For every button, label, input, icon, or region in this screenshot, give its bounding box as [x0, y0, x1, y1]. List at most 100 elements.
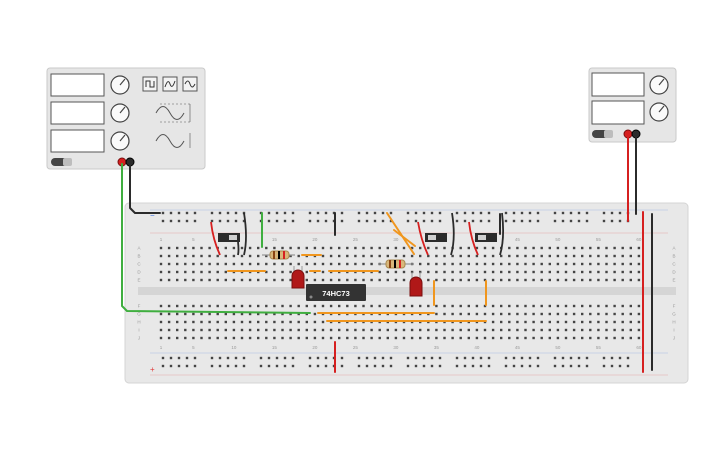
- breadboard-hole[interactable]: [427, 262, 430, 266]
- breadboard-hole[interactable]: [185, 356, 189, 360]
- breadboard-hole[interactable]: [556, 312, 560, 316]
- breadboard-hole[interactable]: [208, 254, 211, 258]
- breadboard-hole[interactable]: [232, 336, 236, 340]
- breadboard-hole[interactable]: [621, 278, 624, 282]
- breadboard-hole[interactable]: [184, 336, 187, 340]
- breadboard-hole[interactable]: [240, 254, 244, 258]
- breadboard-hole[interactable]: [540, 304, 543, 308]
- breadboard-hole[interactable]: [532, 278, 535, 282]
- slide-switch-3[interactable]: [468, 212, 505, 256]
- breadboard-hole[interactable]: [524, 320, 527, 324]
- breadboard-hole[interactable]: [548, 270, 551, 274]
- breadboard-hole[interactable]: [564, 328, 568, 332]
- breadboard-hole[interactable]: [443, 246, 446, 250]
- breadboard-hole[interactable]: [329, 262, 333, 266]
- breadboard-hole[interactable]: [308, 364, 312, 368]
- breadboard-hole[interactable]: [475, 246, 479, 250]
- breadboard-hole[interactable]: [208, 270, 211, 274]
- breadboard-hole[interactable]: [512, 356, 516, 360]
- breadboard-hole[interactable]: [161, 356, 165, 360]
- wire-black-fg-ground[interactable]: [129, 163, 161, 214]
- breadboard-hole[interactable]: [394, 304, 398, 308]
- breadboard-hole[interactable]: [167, 254, 171, 258]
- breadboard-hole[interactable]: [524, 312, 527, 316]
- breadboard-hole[interactable]: [324, 364, 328, 368]
- breadboard-hole[interactable]: [297, 320, 300, 324]
- breadboard-hole[interactable]: [629, 270, 632, 274]
- breadboard-hole[interactable]: [613, 246, 616, 250]
- breadboard-hole[interactable]: [362, 328, 365, 332]
- breadboard-hole[interactable]: [373, 211, 377, 215]
- breadboard-hole[interactable]: [184, 246, 187, 250]
- breadboard-hole[interactable]: [316, 364, 320, 368]
- breadboard-hole[interactable]: [257, 336, 260, 340]
- breadboard-hole[interactable]: [427, 336, 430, 340]
- breadboard-hole[interactable]: [265, 336, 268, 340]
- breadboard-hole[interactable]: [386, 254, 389, 258]
- breadboard-hole[interactable]: [479, 219, 483, 223]
- breadboard-hole[interactable]: [370, 304, 373, 308]
- breadboard-hole[interactable]: [240, 304, 244, 308]
- wire-green-fg-signal[interactable]: [121, 163, 311, 314]
- breadboard-hole[interactable]: [338, 328, 341, 332]
- breadboard-hole[interactable]: [176, 254, 179, 258]
- breadboard-hole[interactable]: [200, 328, 203, 332]
- breadboard-hole[interactable]: [512, 364, 516, 368]
- breadboard-hole[interactable]: [167, 278, 171, 282]
- breadboard-hole[interactable]: [200, 278, 203, 282]
- breadboard-hole[interactable]: [176, 246, 179, 250]
- breadboard-hole[interactable]: [308, 356, 312, 360]
- breadboard-hole[interactable]: [597, 312, 600, 316]
- breadboard-hole[interactable]: [273, 246, 276, 250]
- breadboard-hole[interactable]: [329, 278, 333, 282]
- breadboard-hole[interactable]: [362, 262, 365, 266]
- breadboard-hole[interactable]: [338, 262, 341, 266]
- breadboard-hole[interactable]: [581, 246, 584, 250]
- breadboard-hole[interactable]: [248, 278, 252, 282]
- breadboard-hole[interactable]: [176, 304, 179, 308]
- breadboard-hole[interactable]: [218, 364, 222, 368]
- breadboard-hole[interactable]: [414, 356, 418, 360]
- breadboard-hole[interactable]: [419, 304, 422, 308]
- breadboard-hole[interactable]: [394, 336, 398, 340]
- breadboard-hole[interactable]: [467, 246, 470, 250]
- breadboard-hole[interactable]: [169, 219, 173, 223]
- breadboard-hole[interactable]: [602, 211, 606, 215]
- breadboard-hole[interactable]: [184, 262, 187, 266]
- breadboard-hole[interactable]: [386, 278, 389, 282]
- breadboard-hole[interactable]: [435, 278, 438, 282]
- breadboard-hole[interactable]: [177, 356, 181, 360]
- breadboard-hole[interactable]: [556, 246, 560, 250]
- breadboard-hole[interactable]: [257, 304, 260, 308]
- breadboard-hole[interactable]: [475, 278, 479, 282]
- breadboard-hole[interactable]: [216, 304, 219, 308]
- breadboard-hole[interactable]: [192, 304, 195, 308]
- breadboard-hole[interactable]: [275, 364, 279, 368]
- breadboard-hole[interactable]: [483, 254, 487, 258]
- breadboard-hole[interactable]: [516, 328, 519, 332]
- breadboard-hole[interactable]: [167, 328, 171, 332]
- breadboard-hole[interactable]: [169, 364, 173, 368]
- breadboard-hole[interactable]: [581, 262, 584, 266]
- breadboard-hole[interactable]: [581, 270, 584, 274]
- breadboard-hole[interactable]: [394, 254, 398, 258]
- breadboard-hole[interactable]: [585, 219, 589, 223]
- breadboard-hole[interactable]: [463, 364, 467, 368]
- breadboard-hole[interactable]: [240, 246, 244, 250]
- breadboard-hole[interactable]: [232, 320, 236, 324]
- breadboard-hole[interactable]: [629, 304, 632, 308]
- breadboard-hole[interactable]: [516, 304, 519, 308]
- breadboard-hole[interactable]: [536, 211, 540, 215]
- breadboard-hole[interactable]: [621, 270, 624, 274]
- breadboard-hole[interactable]: [159, 262, 163, 266]
- breadboard-hole[interactable]: [516, 270, 519, 274]
- breadboard-hole[interactable]: [589, 336, 592, 340]
- breadboard-hole[interactable]: [321, 270, 325, 274]
- breadboard-hole[interactable]: [610, 219, 614, 223]
- breadboard-hole[interactable]: [200, 270, 203, 274]
- breadboard-hole[interactable]: [265, 278, 268, 282]
- breadboard-hole[interactable]: [365, 364, 369, 368]
- breadboard-hole[interactable]: [289, 262, 292, 266]
- breadboard-hole[interactable]: [556, 336, 560, 340]
- breadboard-hole[interactable]: [467, 304, 470, 308]
